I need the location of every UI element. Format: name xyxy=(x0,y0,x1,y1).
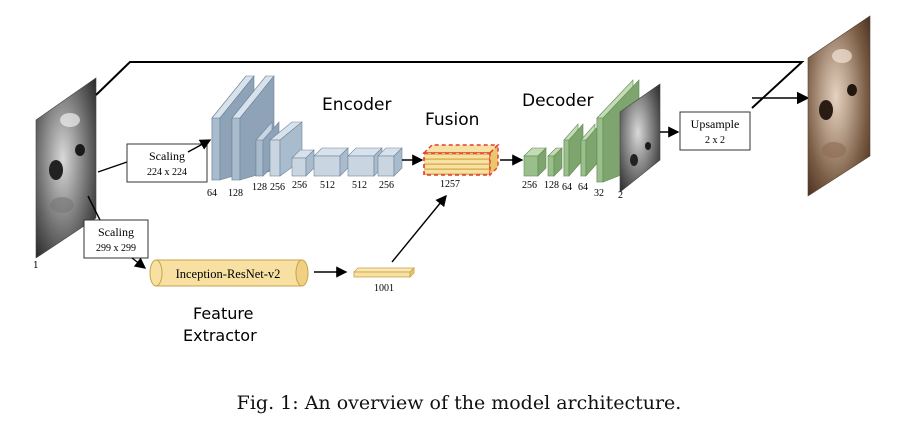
encoder-block xyxy=(313,147,349,177)
fusion-block xyxy=(422,143,500,177)
input-channels-label: 1 xyxy=(33,261,39,271)
decoder-block xyxy=(523,147,547,177)
decoder-block xyxy=(563,123,584,177)
embedding-vector xyxy=(353,267,415,278)
decoder-block xyxy=(580,123,601,177)
input-image xyxy=(35,77,97,259)
encoder-depth-label: 256 xyxy=(379,180,394,191)
decoder-title: Decoder xyxy=(522,91,594,111)
scaling-bottom-to-inception-arrow xyxy=(131,257,147,269)
scaling-bottom-title: Scaling xyxy=(98,225,134,239)
encoder-depth-label: 128 xyxy=(228,188,243,199)
inception-resnet-cylinder: Inception-ResNet-v2 xyxy=(149,259,309,287)
output-image xyxy=(807,15,871,197)
fusion-depth-label: 1257 xyxy=(440,179,460,190)
encoder-depth-label: 512 xyxy=(352,180,367,191)
predicted-chroma-image xyxy=(619,83,661,193)
scaling-top-size: 224 x 224 xyxy=(147,167,187,178)
decoder-depth-labels: 256 128 64 64 32 xyxy=(522,180,604,199)
scaling-top-box: Scaling 224 x 224 xyxy=(126,143,208,183)
decoder-depth-label: 64 xyxy=(562,182,572,193)
scaling-top-title: Scaling xyxy=(149,149,185,163)
fusion-title: Fusion xyxy=(425,110,479,130)
encoder-block xyxy=(377,147,403,177)
decoder-block xyxy=(547,147,563,177)
skip-connection-line xyxy=(95,61,805,109)
feature-extractor-title-line2: Extractor xyxy=(183,326,257,345)
input-to-scaling-top-line xyxy=(97,161,128,173)
encoder-block xyxy=(291,149,315,177)
decoder-depth-label: 64 xyxy=(578,182,588,193)
upsample-box: Upsample 2 x 2 xyxy=(679,111,751,151)
embedding-to-fusion-arrow xyxy=(391,194,447,263)
encoder-depth-label: 128 xyxy=(252,182,267,193)
upsample-title: Upsample xyxy=(691,117,740,131)
decoder-depth-label: 128 xyxy=(544,180,559,191)
scaling-top-to-encoder-arrow xyxy=(187,139,212,153)
decoder-depth-label: 256 xyxy=(522,180,537,191)
encoder xyxy=(211,75,403,181)
input-to-scaling-bottom-line xyxy=(87,195,101,221)
figure-caption: Fig. 1: An overview of the model archite… xyxy=(236,392,682,414)
feature-extractor-title-line1: Feature xyxy=(193,304,253,323)
encoder-block xyxy=(347,147,383,177)
output-channels-label: 2 xyxy=(618,190,623,201)
encoder-depth-label: 256 xyxy=(270,182,285,193)
embedding-depth-label: 1001 xyxy=(374,283,394,294)
encoder-depth-label: 64 xyxy=(207,188,217,199)
scaling-bottom-size: 299 x 299 xyxy=(96,243,136,254)
encoder-title: Encoder xyxy=(322,95,392,115)
decoder-depth-label: 32 xyxy=(594,188,604,199)
upsample-size: 2 x 2 xyxy=(705,135,725,146)
encoder-depth-label: 256 xyxy=(292,180,307,191)
inception-label: Inception-ResNet-v2 xyxy=(176,267,281,281)
scaling-bottom-box: Scaling 299 x 299 xyxy=(83,219,149,259)
encoder-depth-label: 512 xyxy=(320,180,335,191)
encoder-depth-labels: 64 128 128 256 256 512 512 256 xyxy=(207,180,394,199)
